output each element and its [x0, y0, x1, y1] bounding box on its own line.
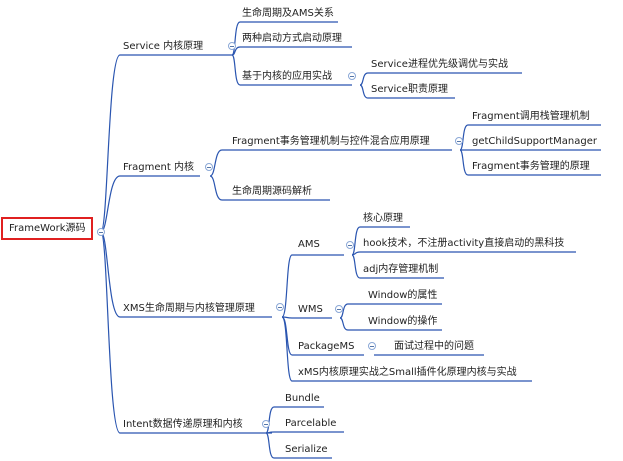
node-service-start[interactable]: 两种启动方式启动原理 — [242, 33, 342, 44]
connector-service-lifecycle — [231, 21, 338, 56]
node-service-duty[interactable]: Service职责原理 — [371, 84, 448, 95]
collapse-button-service[interactable] — [228, 42, 236, 50]
node-wms-attr[interactable]: Window的属性 — [368, 290, 438, 301]
connector-root-intent — [100, 231, 272, 434]
node-ams-core[interactable]: 核心原理 — [363, 213, 403, 224]
node-service-app[interactable]: 基于内核的应用实战 — [242, 71, 332, 82]
node-fragment-child-manager[interactable]: getChildSupportManager — [472, 136, 598, 147]
connector-fragment-lifecycle — [209, 175, 330, 201]
node-fragment-tx-principle[interactable]: Fragment事务管理的原理 — [472, 161, 590, 172]
connector-ams-adj — [351, 254, 444, 279]
root-label: FrameWork源码 — [9, 223, 86, 234]
collapse-button-wms[interactable] — [335, 305, 343, 313]
collapse-button-service-app[interactable] — [348, 72, 356, 80]
connector-wms-op — [339, 317, 442, 331]
connector-xms-wms — [281, 316, 332, 319]
node-wms[interactable]: WMS — [298, 304, 323, 315]
node-ams-adj[interactable]: adj内存管理机制 — [363, 264, 439, 275]
connector-xms-small — [281, 316, 532, 382]
node-fragment-stack[interactable]: Fragment调用栈管理机制 — [472, 111, 590, 122]
connector-root-service — [100, 54, 232, 233]
node-ams-hook[interactable]: hook技术，不注册activity直接启动的黑科技 — [363, 238, 565, 249]
node-service-priority[interactable]: Service进程优先级调优与实战 — [371, 59, 508, 70]
node-intent-serialize[interactable]: Serialize — [285, 444, 328, 455]
collapse-button-pms[interactable] — [368, 342, 376, 350]
node-pms-question[interactable]: 面试过程中的问题 — [394, 341, 474, 352]
node-fragment[interactable]: Fragment 内核 — [123, 162, 194, 173]
node-fragment-lifecycle[interactable]: 生命周期源码解析 — [232, 186, 312, 197]
connector-wms-attr — [339, 303, 442, 319]
connector-fragment-tx-stack — [459, 124, 601, 151]
connector-intent-bundle — [265, 406, 324, 434]
node-intent-bundle[interactable]: Bundle — [285, 393, 320, 404]
connector-fragment-tx — [209, 149, 452, 177]
node-wms-op[interactable]: Window的操作 — [368, 316, 438, 327]
connector-service-start — [231, 46, 352, 56]
node-pms[interactable]: PackageMS — [298, 341, 355, 352]
node-ams[interactable]: AMS — [298, 239, 320, 250]
collapse-button-xms[interactable] — [276, 303, 284, 311]
connector-service-app — [231, 54, 352, 86]
connector-service-app-priority — [359, 72, 522, 86]
collapse-button-root[interactable] — [97, 228, 105, 236]
connector-service-app-duty — [359, 84, 455, 99]
node-intent[interactable]: Intent数据传递原理和内核 — [123, 419, 243, 430]
connector-intent-serialize — [265, 432, 332, 459]
connector-xms-ams — [281, 254, 344, 318]
node-service-lifecycle[interactable]: 生命周期及AMS关系 — [242, 8, 334, 19]
collapse-button-fragment-tx[interactable] — [455, 137, 463, 145]
connector-ams-core — [351, 226, 410, 256]
node-service[interactable]: Service 内核原理 — [123, 41, 204, 52]
connector-ams-hook — [351, 251, 576, 256]
root-node[interactable]: FrameWork源码 — [1, 217, 93, 240]
connector-fragment-tx-principle — [459, 149, 601, 176]
connector-root-xms — [100, 231, 272, 318]
node-xms[interactable]: XMS生命周期与内核管理原理 — [123, 303, 255, 314]
node-intent-parcelable[interactable]: Parcelable — [285, 418, 337, 429]
collapse-button-fragment[interactable] — [205, 163, 213, 171]
node-xms-small[interactable]: xMS内核原理实战之Small插件化原理内核与实战 — [298, 367, 517, 378]
node-fragment-tx[interactable]: Fragment事务管理机制与控件混合应用原理 — [232, 136, 430, 147]
connector-intent-parcelable — [265, 431, 344, 434]
collapse-button-intent[interactable] — [262, 420, 270, 428]
connector-root-fragment — [100, 175, 200, 233]
collapse-button-ams[interactable] — [346, 241, 354, 249]
